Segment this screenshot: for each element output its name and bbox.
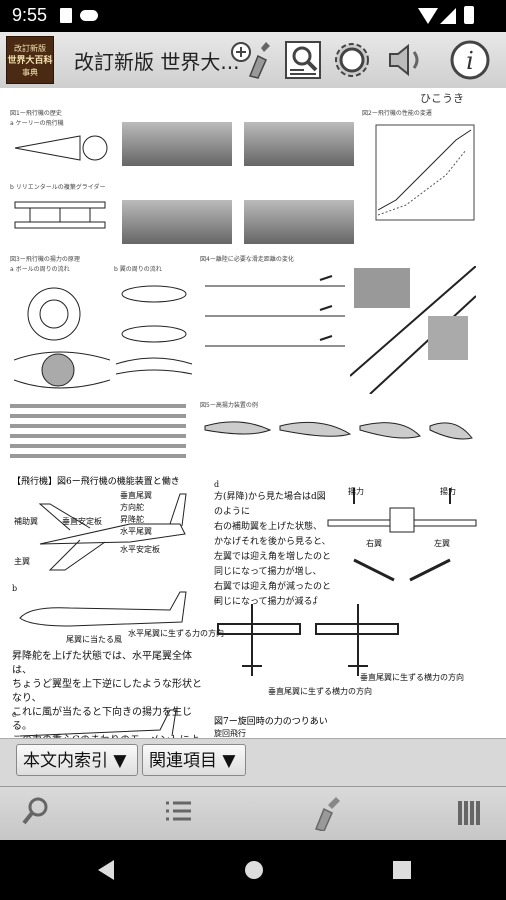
fig3-title: 図3ー飛行機の揚力の原理	[10, 256, 80, 263]
label-tail-force: 尾翼に当たる風	[66, 635, 122, 644]
fig7-subtitle: 旋回飛行	[214, 729, 246, 738]
sd-card-icon	[60, 8, 72, 23]
label-tail-lift: 水平尾翼に生ずる力の方向	[128, 629, 224, 638]
label-vtail-force-right: 垂直尾翼に生ずる横力の方向	[360, 673, 464, 682]
fig6-title: 図6ー飛行機の機能装置と働き	[57, 477, 180, 487]
fig1-a-caption: a ケーリーの飛行機	[10, 120, 64, 127]
panel-d-label: d	[214, 480, 220, 489]
label-elevator: 昇降舵	[120, 515, 144, 524]
fig2-title: 図2ー飛行機の性能の変遷	[362, 110, 432, 117]
historic-photo	[244, 200, 354, 244]
signal-icon	[440, 8, 456, 24]
system-nav-bar	[0, 840, 506, 900]
cayley-plane-drawing	[14, 135, 108, 161]
fig3-a-caption: a ボールの周りの流れ	[10, 266, 70, 273]
page-header: ひこうき	[420, 92, 464, 105]
historic-photo	[122, 122, 232, 166]
body-text-d: 方(昇降)から見た場合はd図のように 右の補助翼を上げた状態、 かなげそれを後か…	[214, 492, 332, 607]
label-horizontal-stabilizer: 水平安定板	[120, 545, 160, 554]
encyclopedia-page[interactable]: ひこうき 図1ー飛行機の歴史 a ケーリーの飛行機 b リリエンタールの複葉グラ…	[0, 88, 506, 738]
add-bookmark-icon[interactable]	[228, 38, 272, 82]
wifi-icon	[418, 8, 438, 24]
rudder-diagram-e	[217, 604, 301, 676]
airplane-parts-diagram	[38, 493, 187, 571]
fig1-title: 図1ー飛行機の歴史	[10, 110, 62, 117]
panel-c-label: c	[12, 710, 17, 719]
label-aileron: 補助翼	[14, 517, 38, 526]
cloud-icon	[80, 10, 98, 21]
magnify-page-icon[interactable]	[282, 38, 326, 82]
bottom-toolbar	[0, 786, 506, 841]
index-dropdown[interactable]: 本文内索引 ▼	[16, 744, 138, 776]
body-text-b: 昇降舵を上げた状態では、水平尾翼全体は、 ちょうど翼型を上下逆にしたような形状と…	[12, 651, 202, 738]
elevator-diagram	[19, 591, 187, 627]
label-right-wing: 右翼	[366, 539, 382, 548]
fig7-title: 図7ー旋回時の力のつりあい	[214, 717, 328, 727]
app-logo-line: 事典	[22, 68, 38, 77]
glider-drawing	[14, 201, 106, 229]
performance-chart	[375, 124, 475, 221]
historic-photo	[122, 200, 232, 244]
label-vtail-force-left: 垂直尾翼に生ずる横力の方向	[268, 687, 372, 696]
gear-icon[interactable]	[330, 38, 374, 82]
pen-icon[interactable]	[310, 795, 342, 831]
list-icon[interactable]	[162, 797, 194, 829]
runway-diagram	[350, 266, 476, 394]
ball-flow-diagram	[14, 287, 110, 389]
label-vertical-stabilizer: 垂直安定板	[62, 517, 102, 526]
aileron-diagram	[327, 488, 477, 582]
section-heading: 【飛行機】図6ー飛行機の機能装置と働き	[12, 474, 180, 487]
fig5-title: 図5ー高揚力装置の例	[200, 402, 258, 409]
label-rudder: 方向舵	[120, 503, 144, 512]
fig1-b-caption: b リリエンタールの複葉グライダー	[10, 184, 106, 191]
dropdown-bar: 本文内索引 ▼ 関連項目 ▼	[0, 738, 506, 787]
label-main-wing: 主翼	[14, 557, 30, 566]
panel-f-label: f	[314, 596, 317, 605]
historic-photo	[244, 122, 354, 166]
app-logo-line: 改訂新版	[14, 44, 46, 53]
status-bar: 9:55	[0, 0, 506, 32]
airplane-c-drawing	[19, 709, 177, 737]
search-icon[interactable]	[20, 795, 52, 827]
back-icon[interactable]	[94, 858, 118, 882]
speaker-icon[interactable]	[384, 38, 428, 82]
label-left-wing: 左翼	[434, 539, 450, 548]
status-time: 9:55	[12, 5, 48, 25]
app-logo-line: 世界大百科	[7, 56, 53, 66]
related-dropdown[interactable]: 関連項目 ▼	[142, 744, 246, 776]
rudder-diagram-f	[315, 604, 399, 676]
wing-flow-diagram	[115, 285, 193, 375]
fig4-title: 図4ー離陸に必要な滑走距離の変化	[200, 256, 294, 263]
panel-e-label: e	[214, 596, 219, 605]
takeoff-distance-diagram	[205, 275, 345, 347]
panel-b-label: b	[12, 584, 18, 593]
app-logo[interactable]: 改訂新版 世界大百科 事典	[6, 36, 54, 84]
label-lift-left: 揚力	[348, 487, 364, 496]
info-icon[interactable]: i	[448, 38, 492, 82]
text-block	[10, 404, 186, 458]
app-title: 改訂新版 世界大...	[74, 50, 240, 74]
fig3-b-caption: b 翼の周りの流れ	[114, 266, 162, 273]
label-vertical-tail: 垂直尾翼	[120, 491, 152, 500]
label-horizontal-tail: 水平尾翼	[120, 527, 152, 536]
home-icon[interactable]	[242, 858, 266, 882]
recents-icon[interactable]	[390, 858, 414, 882]
columns-icon[interactable]	[454, 797, 486, 829]
section-tag: 【飛行機】	[12, 477, 58, 487]
label-lift-right: 揚力	[440, 487, 456, 496]
app-toolbar: 改訂新版 世界大百科 事典 改訂新版 世界大... i	[0, 32, 506, 89]
flap-diagram	[204, 421, 473, 440]
svg-text:i: i	[466, 47, 474, 75]
runway-panel	[354, 268, 410, 308]
battery-icon	[464, 6, 474, 24]
